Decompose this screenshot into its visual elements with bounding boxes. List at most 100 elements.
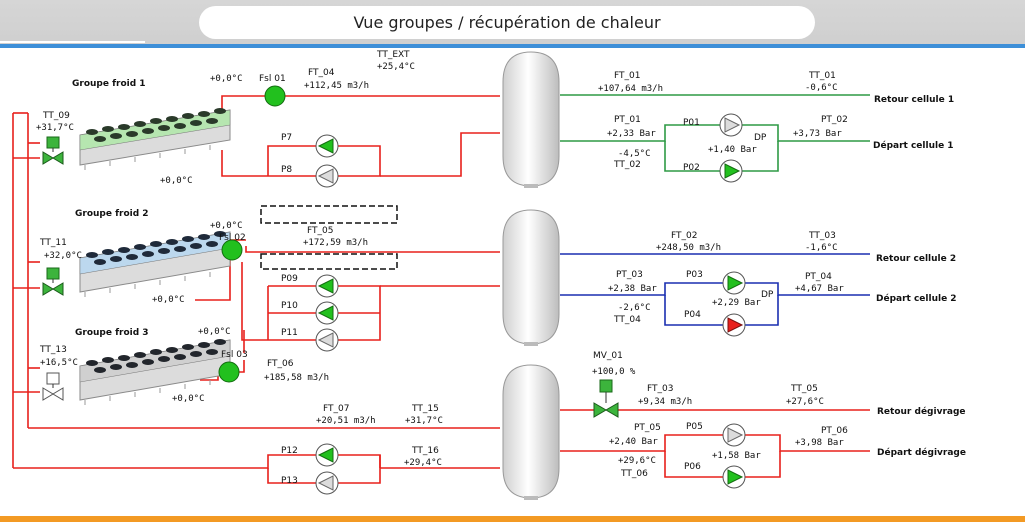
pump-p05-icon[interactable] bbox=[722, 423, 746, 447]
ft04-label: FT_04 bbox=[308, 68, 335, 78]
pt05-label: PT_05 bbox=[634, 423, 661, 433]
valve-group3-icon[interactable] bbox=[42, 372, 64, 401]
tt05-value: +27,6°C bbox=[786, 397, 824, 407]
retour-cellule-1-label: Retour cellule 1 bbox=[874, 95, 954, 105]
pump-p03-icon[interactable] bbox=[722, 271, 746, 295]
tt16-label: TT_16 bbox=[411, 446, 439, 456]
tt16-value: +29,4°C bbox=[404, 458, 442, 468]
pump-p12-icon[interactable] bbox=[315, 443, 339, 467]
group3-label: Groupe froid 3 bbox=[75, 328, 149, 338]
ft04-value: +112,45 m3/h bbox=[304, 81, 369, 91]
pt02-value: +3,73 Bar bbox=[793, 129, 842, 139]
flow-switch-fsl01-icon[interactable] bbox=[264, 85, 286, 107]
mv01-label: MV_01 bbox=[593, 351, 623, 361]
pump-p10-label: P10 bbox=[281, 301, 298, 311]
valve-group1-icon[interactable] bbox=[42, 136, 64, 165]
buffer-tank-1 bbox=[502, 51, 560, 188]
g1-outlet-temp: +0,0°C bbox=[160, 176, 193, 186]
tt09-label: TT_09 bbox=[42, 111, 70, 121]
pump-p8-icon[interactable] bbox=[315, 164, 339, 188]
dp2-value: +2,29 Bar bbox=[712, 298, 761, 308]
ft05-label: FT_05 bbox=[307, 226, 333, 236]
chiller-unit-1[interactable] bbox=[79, 108, 231, 170]
pump-p7-label: P7 bbox=[281, 133, 292, 143]
pump-p01-label: P01 bbox=[683, 118, 700, 128]
ft02-value: +248,50 m3/h bbox=[656, 243, 721, 253]
tt02-value: -4,5°C bbox=[618, 149, 651, 159]
pump-p06-label: P06 bbox=[684, 462, 701, 472]
pump-p03-label: P03 bbox=[686, 270, 703, 280]
pump-p12-label: P12 bbox=[281, 446, 298, 456]
tt03-value: -1,6°C bbox=[805, 243, 838, 253]
pt03-label: PT_03 bbox=[616, 270, 643, 280]
pt02-label: PT_02 bbox=[821, 115, 848, 125]
ft03-label: FT_03 bbox=[647, 384, 673, 394]
depart-cellule-2-label: Départ cellule 2 bbox=[876, 293, 957, 304]
tt-ext-value: +25,4°C bbox=[377, 62, 415, 72]
valve-group2-icon[interactable] bbox=[42, 267, 64, 296]
pump-p09-label: P09 bbox=[281, 274, 298, 284]
tt04-label: TT_04 bbox=[613, 315, 641, 325]
pump-p02-icon[interactable] bbox=[719, 159, 743, 183]
pump-p7-icon[interactable] bbox=[315, 134, 339, 158]
depart-degivrage-label: Départ dégivrage bbox=[877, 447, 966, 458]
pump-p06-icon[interactable] bbox=[722, 465, 746, 489]
group1-label: Groupe froid 1 bbox=[72, 79, 146, 89]
tt-ext-label: TT_EXT bbox=[376, 50, 410, 60]
tt03-label: TT_03 bbox=[808, 231, 836, 241]
pump-p10-icon[interactable] bbox=[315, 301, 339, 325]
ft01-label: FT_01 bbox=[614, 71, 640, 81]
header-divider bbox=[0, 44, 1025, 48]
g2-outlet-temp: +0,0°C bbox=[152, 295, 185, 305]
pump-p02-label: P02 bbox=[683, 163, 700, 173]
header-accent bbox=[0, 41, 145, 43]
mv01-value: +100,0 % bbox=[592, 367, 636, 377]
pt03-value: +2,38 Bar bbox=[608, 284, 657, 294]
dp2-label: DP bbox=[761, 290, 774, 300]
pt06-label: PT_06 bbox=[821, 426, 848, 436]
chiller-unit-3[interactable] bbox=[79, 339, 231, 405]
tt15-label: TT_15 bbox=[411, 404, 439, 414]
dp1-label: DP bbox=[754, 133, 767, 143]
tt05-label: TT_05 bbox=[790, 384, 818, 394]
tt15-value: +31,7°C bbox=[405, 416, 443, 426]
tt13-value: +16,5°C bbox=[40, 358, 78, 368]
fsl03-label: Fsl 03 bbox=[221, 350, 248, 360]
buffer-tank-3 bbox=[502, 364, 560, 500]
retour-cellule-2-label: Retour cellule 2 bbox=[876, 254, 956, 264]
hot-water-piping bbox=[12, 95, 870, 484]
pump-p01-icon[interactable] bbox=[719, 113, 743, 137]
buffer-tank-2 bbox=[502, 209, 560, 346]
ft07-value: +20,51 m3/h bbox=[316, 416, 376, 426]
pump-p11-icon[interactable] bbox=[315, 328, 339, 352]
g3-inlet-temp: +0,0°C bbox=[198, 327, 231, 337]
ft05-value: +172,59 m3/h bbox=[303, 238, 368, 248]
ft03-value: +9,34 m3/h bbox=[638, 397, 692, 407]
pump-p13-icon[interactable] bbox=[315, 471, 339, 495]
flow-switch-fsl02-icon[interactable] bbox=[221, 239, 243, 261]
pt05-value: +2,40 Bar bbox=[609, 437, 658, 447]
fsl01-label: Fsl 01 bbox=[259, 74, 286, 84]
tt04-value: -2,6°C bbox=[618, 303, 651, 313]
motor-valve-mv01-icon[interactable] bbox=[593, 379, 619, 418]
dashed-zone-2 bbox=[260, 253, 398, 270]
tt02-label: TT_02 bbox=[613, 160, 641, 170]
g3-outlet-temp: +0,0°C bbox=[172, 394, 205, 404]
tt01-value: -0,6°C bbox=[805, 83, 838, 93]
g1-inlet-temp: +0,0°C bbox=[210, 74, 243, 84]
pump-p09-icon[interactable] bbox=[315, 274, 339, 298]
depart-cellule-1-label: Départ cellule 1 bbox=[873, 140, 954, 151]
fsl02-label: Fsl 02 bbox=[219, 233, 246, 243]
pump-p04-icon[interactable] bbox=[722, 313, 746, 337]
dp1-value: +1,40 Bar bbox=[708, 145, 757, 155]
tt13-label: TT_13 bbox=[39, 345, 67, 355]
tt11-label: TT_11 bbox=[39, 238, 67, 248]
tt06-value: +29,6°C bbox=[618, 456, 656, 466]
pump-p04-label: P04 bbox=[684, 310, 701, 320]
chiller-unit-2[interactable] bbox=[79, 231, 231, 297]
dp3-value: +1,58 Bar bbox=[712, 451, 761, 461]
flow-switch-fsl03-icon[interactable] bbox=[218, 361, 240, 383]
tt11-value: +32,0°C bbox=[44, 251, 82, 261]
pt04-label: PT_04 bbox=[805, 272, 832, 282]
